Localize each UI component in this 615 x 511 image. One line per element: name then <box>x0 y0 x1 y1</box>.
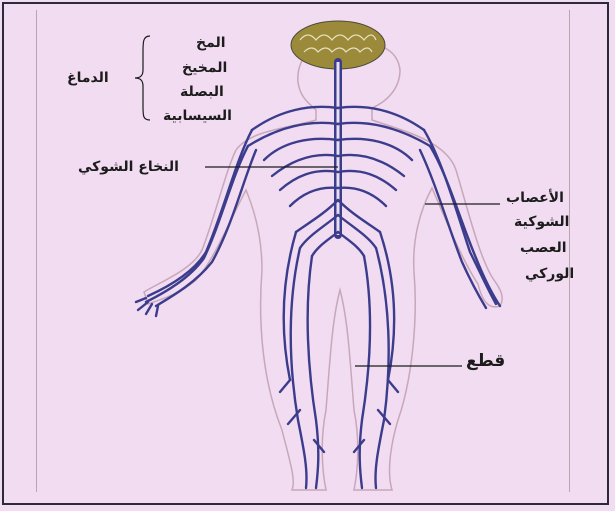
label-cerebellum: المخيخ <box>182 60 227 76</box>
brain-bracket <box>135 36 150 120</box>
label-brain-group: الدماغ <box>67 70 109 86</box>
right-arm-nerves <box>420 130 500 308</box>
label-spinal-nerves-line2: الشوكية <box>514 214 569 230</box>
label-medulla: البصلة <box>180 84 224 100</box>
label-spinal-nerves-line1: الأعصاب <box>506 190 564 206</box>
label-cut: قطع <box>466 353 505 369</box>
label-sciatic-line1: العصب <box>520 240 567 256</box>
left-arm-nerves <box>136 130 256 316</box>
label-pons: السيسابية <box>163 108 232 124</box>
label-cerebrum: المخ <box>196 35 226 51</box>
label-spinal-cord: النخاع الشوكي <box>78 159 179 175</box>
label-sciatic-line2: الوركي <box>525 266 574 282</box>
